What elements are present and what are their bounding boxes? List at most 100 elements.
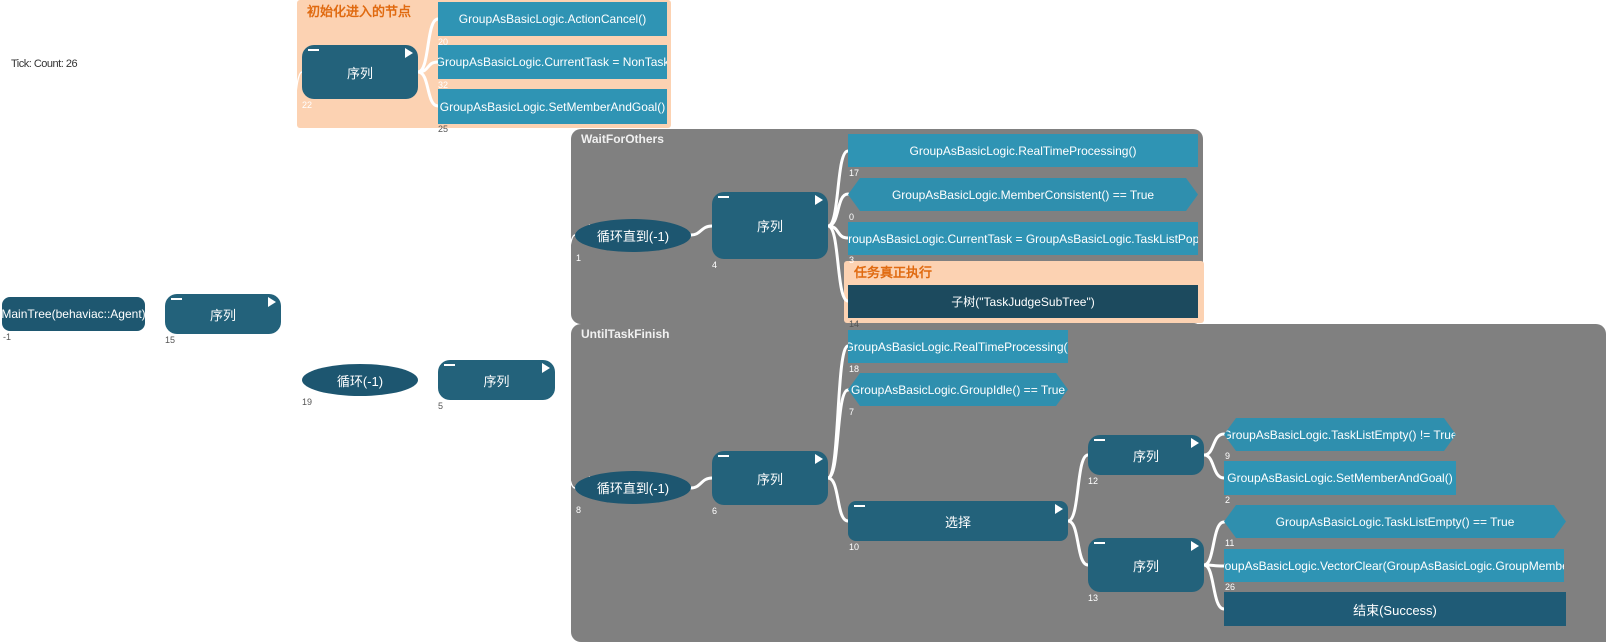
- condition-empty-id: 11: [1225, 538, 1235, 548]
- sequence-init-node[interactable]: 序列: [302, 45, 418, 99]
- sequence-wait-label: 序列: [756, 219, 783, 234]
- action-realtime-2-node[interactable]: GroupAsBasicLogic.RealTimeProcessing(): [848, 330, 1068, 363]
- condition-consistent-node[interactable]: GroupAsBasicLogic.MemberConsistent() == …: [848, 178, 1198, 211]
- action-realtime-2-label: GroupAsBasicLogic.RealTimeProcessing(): [848, 339, 1068, 354]
- sequence-b-label: 序列: [1132, 558, 1159, 574]
- subtree-label: 子树("TaskJudgeSubTree"): [951, 295, 1095, 309]
- action-taskpop-node[interactable]: GroupAsBasicLogic.CurrentTask = GroupAsB…: [848, 222, 1198, 255]
- expand-arrow-icon[interactable]: [1191, 438, 1199, 448]
- group-wait-title: WaitForOthers: [581, 132, 664, 146]
- action-realtime-1-node[interactable]: GroupAsBasicLogic.RealTimeProcessing(): [848, 134, 1198, 167]
- action-notask-id: 32: [438, 80, 449, 90]
- action-vectorclear-node[interactable]: GroupAsBasicLogic.VectorClear(GroupAsBas…: [1224, 549, 1564, 582]
- expand-arrow-icon[interactable]: [268, 297, 276, 307]
- action-setmember-2-id: 2: [1225, 495, 1231, 505]
- group-init-title: 初始化进入的节点: [307, 4, 412, 19]
- until-node-1-label: 循环直到(-1): [596, 229, 670, 244]
- action-realtime-2-id: 18: [849, 364, 860, 374]
- loop-label: 循环(-1): [336, 373, 384, 389]
- action-cancel-id: 20: [438, 37, 449, 47]
- action-vectorclear-id: 26: [1225, 582, 1236, 592]
- collapse-icon[interactable]: [444, 364, 455, 366]
- action-cancel-node[interactable]: GroupAsBasicLogic.ActionCancel(): [438, 2, 667, 36]
- loop-node[interactable]: 循环(-1): [302, 364, 418, 396]
- expand-arrow-icon[interactable]: [542, 363, 550, 373]
- until-node-2[interactable]: 循环直到(-1): [575, 471, 691, 504]
- action-realtime-1-id: 17: [849, 168, 860, 178]
- sequence-loop-node[interactable]: 序列: [438, 360, 555, 400]
- sequence-loop-label: 序列: [483, 373, 510, 389]
- condition-empty-label: GroupAsBasicLogic.TaskListEmpty() == Tru…: [1275, 514, 1515, 529]
- condition-idle-label: GroupAsBasicLogic.GroupIdle() == True: [850, 382, 1066, 397]
- sequence-b-node[interactable]: 序列: [1088, 538, 1204, 592]
- sequence-loop-id: 5: [438, 401, 444, 411]
- sequence-a-id: 12: [1088, 476, 1099, 486]
- condition-notempty-label: GroupAsBasicLogic.TaskListEmpty() != Tru…: [1224, 427, 1456, 442]
- collapse-icon[interactable]: [854, 505, 865, 507]
- loop-id: 19: [302, 397, 313, 407]
- collapse-icon[interactable]: [171, 298, 182, 300]
- sequence-main-node[interactable]: 序列: [165, 294, 281, 334]
- collapse-icon[interactable]: [718, 196, 729, 198]
- expand-arrow-icon[interactable]: [1191, 541, 1199, 551]
- root-node-id: -1: [3, 332, 12, 342]
- wire-seq-loop: [280, 313, 303, 381]
- action-setmember-label: GroupAsBasicLogic.SetMemberAndGoal(): [439, 99, 666, 114]
- collapse-icon[interactable]: [1094, 439, 1105, 441]
- collapse-icon[interactable]: [579, 475, 590, 477]
- tick-count-text: Tick: Count: 26: [11, 58, 78, 70]
- condition-consistent-id: 0: [849, 212, 855, 222]
- sequence-until-id: 6: [712, 506, 718, 516]
- until-node-1-id: 1: [576, 253, 582, 263]
- action-setmember-node[interactable]: GroupAsBasicLogic.SetMemberAndGoal(): [438, 89, 667, 124]
- action-notask-node[interactable]: GroupAsBasicLogic.CurrentTask = NonTask: [438, 45, 667, 79]
- sequence-until-label: 序列: [756, 471, 783, 487]
- until-node-2-label: 循环直到(-1): [596, 481, 670, 496]
- end-success-label: 结束(Success): [1353, 602, 1437, 618]
- group-until-title: UntilTaskFinish: [581, 327, 670, 341]
- root-node[interactable]: MainTree(behaviac::Agent): [2, 297, 145, 331]
- condition-idle-id: 7: [849, 407, 855, 417]
- sequence-wait-node[interactable]: 序列: [712, 192, 828, 259]
- action-vectorclear-label: GroupAsBasicLogic.VectorClear(GroupAsBas…: [1224, 558, 1564, 573]
- expand-arrow-icon[interactable]: [405, 48, 413, 58]
- sequence-wait-id: 4: [712, 260, 718, 270]
- subtree-id: 14: [849, 319, 860, 329]
- sequence-init-id: 22: [302, 100, 313, 110]
- action-realtime-1-label: GroupAsBasicLogic.RealTimeProcessing(): [909, 143, 1137, 158]
- collapse-icon[interactable]: [718, 455, 729, 457]
- sequence-a-node[interactable]: 序列: [1088, 435, 1204, 475]
- sequence-until-node[interactable]: 序列: [712, 451, 828, 505]
- until-node-1[interactable]: 循环直到(-1): [575, 219, 691, 252]
- action-taskpop-id: 3: [849, 255, 855, 265]
- sequence-a-label: 序列: [1132, 448, 1159, 464]
- sequence-init-label: 序列: [346, 65, 373, 81]
- group-exec-title: 任务真正执行: [854, 265, 933, 280]
- selector-id: 10: [849, 542, 860, 552]
- condition-idle-node[interactable]: GroupAsBasicLogic.GroupIdle() == True: [848, 373, 1068, 406]
- condition-consistent-label: GroupAsBasicLogic.MemberConsistent() == …: [891, 187, 1155, 202]
- collapse-icon[interactable]: [308, 49, 319, 51]
- root-node-label: MainTree(behaviac::Agent): [2, 307, 145, 321]
- action-setmember-2-label: GroupAsBasicLogic.SetMemberAndGoal(): [1227, 471, 1453, 485]
- action-setmember-id: 25: [438, 124, 449, 134]
- expand-arrow-icon[interactable]: [1055, 504, 1063, 514]
- condition-notempty-node[interactable]: GroupAsBasicLogic.TaskListEmpty() != Tru…: [1224, 418, 1456, 451]
- condition-empty-node[interactable]: GroupAsBasicLogic.TaskListEmpty() == Tru…: [1224, 505, 1566, 538]
- sequence-main-id: 15: [165, 335, 176, 345]
- action-taskpop-label: GroupAsBasicLogic.CurrentTask = GroupAsB…: [848, 231, 1198, 246]
- expand-arrow-icon[interactable]: [815, 195, 823, 205]
- expand-arrow-icon[interactable]: [815, 454, 823, 464]
- selector-label: 选择: [944, 514, 971, 530]
- end-success-node[interactable]: 结束(Success): [1224, 592, 1566, 626]
- sequence-b-id: 13: [1088, 593, 1099, 603]
- selector-node[interactable]: 选择: [848, 501, 1068, 541]
- subtree-node[interactable]: 子树("TaskJudgeSubTree"): [848, 285, 1198, 318]
- collapse-icon[interactable]: [579, 223, 590, 225]
- action-setmember-2-node[interactable]: GroupAsBasicLogic.SetMemberAndGoal(): [1224, 461, 1456, 495]
- collapse-icon[interactable]: [1094, 542, 1105, 544]
- sequence-main-label: 序列: [209, 307, 236, 323]
- until-node-2-id: 8: [576, 505, 582, 515]
- condition-notempty-id: 9: [1225, 451, 1231, 461]
- action-cancel-label: GroupAsBasicLogic.ActionCancel(): [458, 12, 647, 26]
